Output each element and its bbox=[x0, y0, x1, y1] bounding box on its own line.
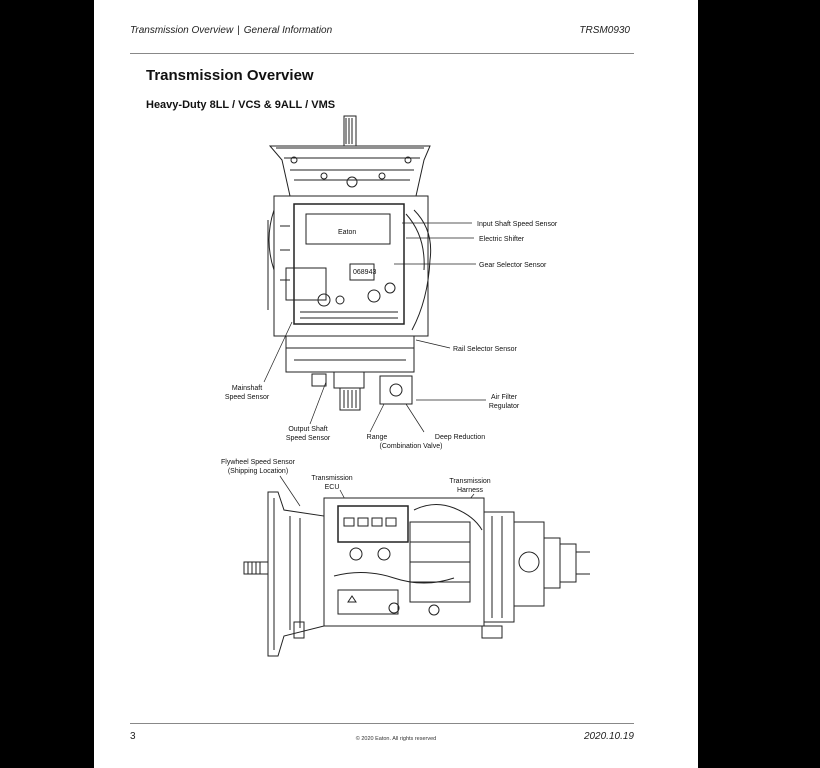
transmission-top-view-figure: Eaton 068943 bbox=[225, 115, 558, 450]
label-electric-shifter: Electric Shifter bbox=[479, 236, 525, 243]
header-chapter: General Information bbox=[243, 25, 333, 36]
label-output-shaft-2: Speed Sensor bbox=[286, 435, 331, 442]
label-ecu-1: Transmission bbox=[311, 475, 352, 482]
label-air-filter-1: Air Filter bbox=[491, 394, 518, 401]
label-flywheel-1: Flywheel Speed Sensor bbox=[221, 459, 296, 466]
header-separator: | bbox=[237, 25, 240, 36]
page-title: Transmission Overview bbox=[146, 67, 314, 84]
page-number: 3 bbox=[130, 731, 136, 742]
label-rail-selector-sensor: Rail Selector Sensor bbox=[453, 346, 517, 353]
label-ecu-2: ECU bbox=[325, 484, 340, 491]
header-rule bbox=[130, 53, 634, 54]
label-output-shaft-1: Output Shaft bbox=[288, 426, 327, 433]
label-flywheel-2: (Shipping Location) bbox=[228, 468, 288, 475]
label-mainshaft-2: Speed Sensor bbox=[225, 394, 270, 401]
label-gear-selector-sensor: Gear Selector Sensor bbox=[479, 262, 547, 269]
transmission-top-illustration: Eaton 068943 bbox=[267, 115, 432, 411]
svg-text:Eaton: Eaton bbox=[338, 229, 356, 236]
label-range-1: Range bbox=[367, 434, 388, 441]
label-range-2: (Combination Valve) bbox=[380, 443, 443, 450]
revision-date: 2020.10.19 bbox=[583, 731, 634, 742]
top-callout-lines bbox=[263, 222, 486, 433]
label-mainshaft-1: Mainshaft bbox=[232, 385, 262, 392]
transmission-side-view-figure: Flywheel Speed Sensor (Shipping Location… bbox=[221, 459, 590, 657]
label-air-filter-2: Regulator bbox=[489, 403, 520, 410]
transmission-side-illustration bbox=[243, 491, 590, 657]
header-section: Transmission Overview bbox=[130, 25, 234, 36]
header-doc-id: TRSM0930 bbox=[579, 25, 630, 36]
document-page: Transmission Overview|General Informatio… bbox=[94, 0, 698, 768]
copyright-notice: © 2020 Eaton. All rights reserved bbox=[355, 736, 437, 742]
label-deep-reduction: Deep Reduction bbox=[435, 434, 485, 441]
svg-text:068943: 068943 bbox=[353, 269, 376, 276]
running-header: Transmission Overview|General Informatio… bbox=[130, 25, 332, 36]
footer-rule bbox=[130, 723, 634, 724]
label-harness-1: Transmission bbox=[449, 478, 490, 485]
label-harness-2: Harness bbox=[457, 487, 484, 494]
page-subtitle: Heavy-Duty 8LL / VCS & 9ALL / VMS bbox=[146, 99, 336, 111]
label-input-shaft-speed-sensor: Input Shaft Speed Sensor bbox=[477, 221, 558, 228]
